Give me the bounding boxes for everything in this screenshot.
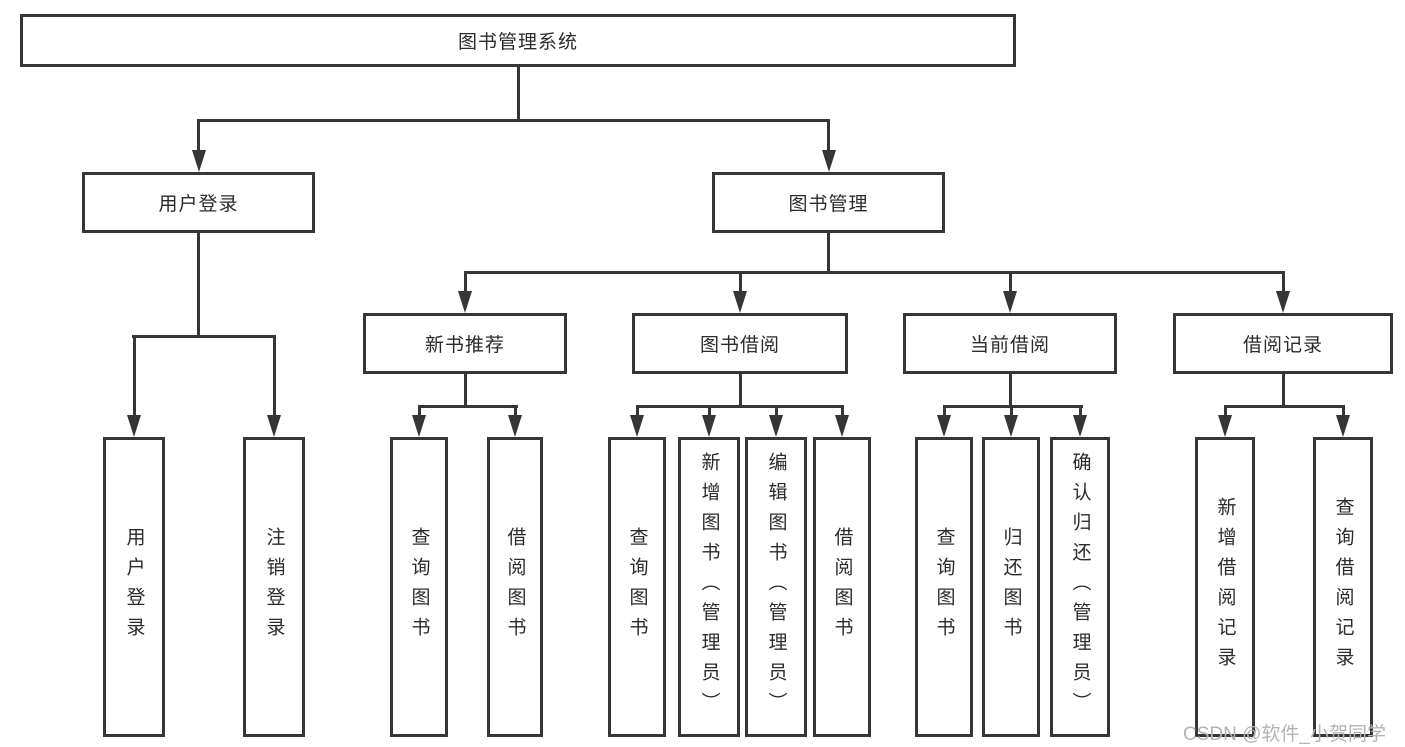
leaf-user-login-label: 用户登录 (123, 527, 145, 647)
arrow-br-query (1336, 415, 1350, 437)
arrow-cb-return (1004, 415, 1018, 437)
connector-nbr-stem (464, 374, 467, 405)
node-book-borrow: 图书借阅 (632, 313, 848, 374)
arrow-nbr-query (412, 415, 426, 437)
leaf-bb-query: 查询图书 (608, 437, 666, 737)
leaf-bb-add-label: 新增图书（管理员） (698, 452, 720, 722)
connector-drop-cb-return (1010, 405, 1013, 415)
leaf-br-query: 查询借阅记录 (1313, 437, 1373, 737)
connector-bb-bus (636, 405, 844, 408)
connector-drop-user-login (197, 119, 200, 152)
leaf-nbr-borrow-label: 借阅图书 (504, 527, 526, 647)
connector-drop-br-add (1224, 405, 1227, 415)
connector-root-bus (197, 119, 830, 122)
connector-cb-bus (943, 405, 1083, 408)
node-user-login-label: 用户登录 (158, 194, 239, 215)
node-borrow-record-label: 借阅记录 (1242, 335, 1323, 356)
connector-drop-bb-query (636, 405, 639, 415)
arrow-current-borrow (1003, 291, 1017, 313)
arrow-nbr-borrow (508, 415, 522, 437)
leaf-bb-borrow: 借阅图书 (813, 437, 871, 737)
leaf-cb-confirm: 确认归还（管理员） (1050, 437, 1110, 737)
arrow-bb-add (702, 415, 716, 437)
connector-root-stem (517, 67, 520, 119)
arrow-br-add (1218, 415, 1232, 437)
arrow-new-book-rec (458, 291, 472, 313)
arrow-leaf-user-login (127, 415, 141, 437)
connector-br-stem (1282, 374, 1285, 405)
connector-drop-book-borrow (739, 271, 742, 291)
connector-drop-bb-add (708, 405, 711, 415)
connector-drop-bb-borrow (841, 405, 844, 415)
leaf-cb-return: 归还图书 (982, 437, 1040, 737)
connector-bb-stem (739, 374, 742, 405)
leaf-bb-add: 新增图书（管理员） (678, 437, 740, 737)
arrow-cb-query (937, 415, 951, 437)
connector-drop-bb-edit (775, 405, 778, 415)
connector-book-mgmt-stem (827, 233, 830, 271)
leaf-br-add-label: 新增借阅记录 (1214, 497, 1236, 677)
leaf-cb-query: 查询图书 (915, 437, 973, 737)
leaf-logout: 注销登录 (243, 437, 305, 737)
connector-drop-new-book-rec (464, 271, 467, 291)
arrow-book-borrow (733, 291, 747, 313)
node-book-mgmt: 图书管理 (712, 172, 945, 233)
leaf-logout-label: 注销登录 (263, 527, 285, 647)
arrow-bb-borrow (835, 415, 849, 437)
arrow-bb-query (630, 415, 644, 437)
leaf-bb-query-label: 查询图书 (626, 527, 648, 647)
node-borrow-record: 借阅记录 (1173, 313, 1393, 374)
node-current-borrow-label: 当前借阅 (969, 335, 1050, 356)
leaf-nbr-borrow: 借阅图书 (487, 437, 543, 737)
leaf-bb-borrow-label: 借阅图书 (831, 527, 853, 647)
leaf-cb-confirm-label: 确认归还（管理员） (1069, 452, 1091, 722)
leaf-user-login: 用户登录 (103, 437, 165, 737)
connector-nbr-bus (418, 405, 518, 408)
connector-drop-leaf-user-login (133, 335, 136, 415)
node-user-login: 用户登录 (82, 172, 315, 233)
node-root: 图书管理系统 (20, 14, 1016, 67)
arrow-borrow-record (1276, 291, 1290, 313)
connector-drop-br-query (1342, 405, 1345, 415)
node-book-borrow-label: 图书借阅 (699, 335, 780, 356)
leaf-bb-edit: 编辑图书（管理员） (745, 437, 807, 737)
arrow-bb-edit (769, 415, 783, 437)
node-new-book-rec-label: 新书推荐 (424, 335, 505, 356)
leaf-cb-return-label: 归还图书 (1000, 527, 1022, 647)
node-root-label: 图书管理系统 (457, 32, 578, 53)
connector-user-login-bus (132, 335, 276, 338)
node-book-mgmt-label: 图书管理 (788, 194, 869, 215)
connector-drop-nbr-query (418, 405, 421, 415)
leaf-cb-query-label: 查询图书 (933, 527, 955, 647)
leaf-bb-edit-label: 编辑图书（管理员） (765, 452, 787, 722)
connector-drop-nbr-borrow (514, 405, 517, 415)
arrow-user-login (192, 150, 206, 172)
leaf-br-query-label: 查询借阅记录 (1332, 497, 1354, 677)
arrow-book-mgmt (822, 150, 836, 172)
connector-user-login-stem (197, 233, 200, 335)
connector-cb-stem (1009, 374, 1012, 405)
leaf-br-add: 新增借阅记录 (1195, 437, 1255, 737)
connector-drop-leaf-logout (273, 335, 276, 415)
arrow-leaf-logout (267, 415, 281, 437)
connector-drop-book-mgmt (827, 119, 830, 152)
csdn-watermark: CSDN @软件_小贺同学 (1183, 724, 1386, 745)
leaf-nbr-query-label: 查询图书 (408, 527, 430, 647)
connector-drop-cb-confirm (1079, 405, 1082, 415)
connector-drop-cb-query (943, 405, 946, 415)
connector-br-bus (1224, 405, 1345, 408)
connector-drop-borrow-record (1282, 271, 1285, 291)
connector-book-mgmt-bus (464, 271, 1285, 274)
connector-drop-current-borrow (1009, 271, 1012, 291)
node-current-borrow: 当前借阅 (903, 313, 1117, 374)
arrow-cb-confirm (1073, 415, 1087, 437)
node-new-book-rec: 新书推荐 (363, 313, 567, 374)
leaf-nbr-query: 查询图书 (390, 437, 448, 737)
